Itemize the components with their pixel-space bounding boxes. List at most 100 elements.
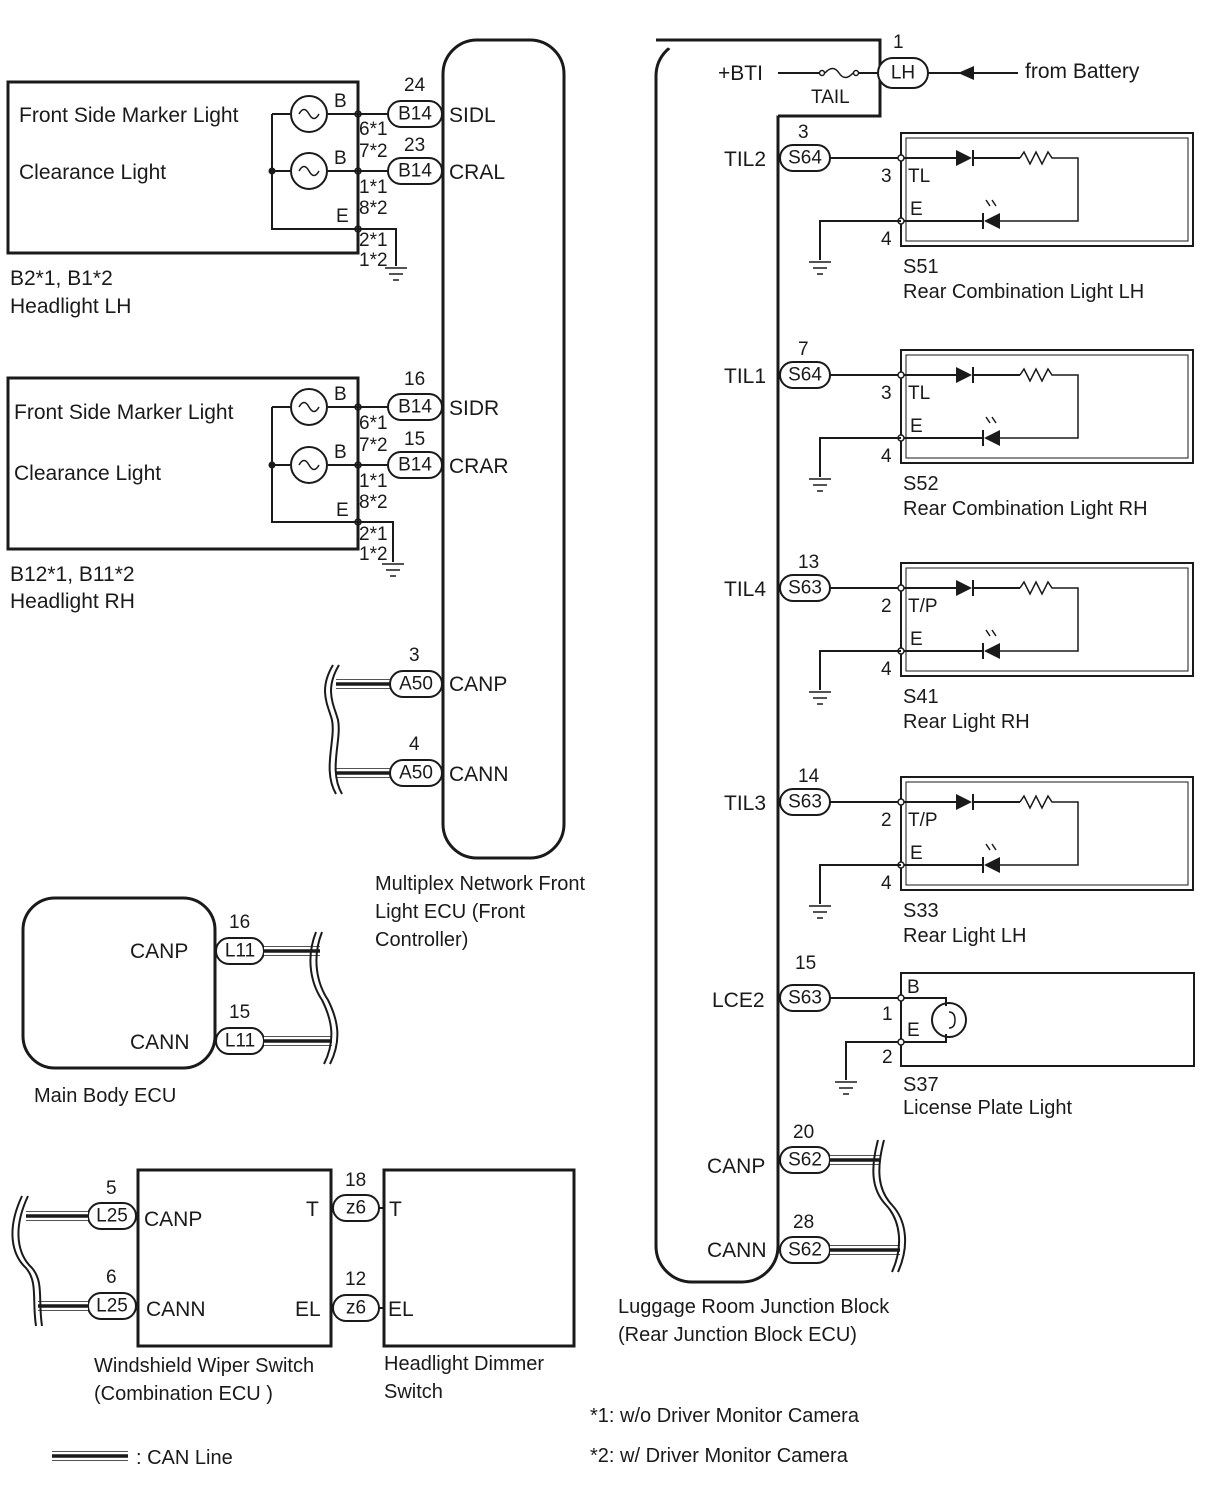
wire-break-icon [315, 931, 339, 1065]
component-name: License Plate Light [903, 1097, 1072, 1119]
main-body-ecu-label: Main Body ECU [34, 1085, 176, 1107]
signal-name: CRAR [449, 455, 509, 478]
pin-number: 14 [798, 766, 820, 787]
signal-name: CANN [707, 1239, 767, 1262]
connector-code: B14 [398, 397, 432, 418]
front-connector-sidr: 16 B14 SIDR [387, 369, 499, 421]
windshield-wiper-switch: CANP CANN T EL 5 L25 6 L25 Windshield Wi… [11, 1168, 333, 1405]
fuse-terminal [818, 69, 826, 77]
pin-number: 7 [798, 339, 809, 360]
front-light-ecu-body [441, 38, 566, 860]
front-connector-crar: 15 B14 CRAR [387, 429, 509, 479]
connector-code: B14 [398, 161, 432, 182]
bulb-icon [290, 446, 328, 484]
headlight-rh-wires [358, 406, 388, 466]
connector-code: B14 [398, 455, 432, 476]
resistor-icon [1000, 367, 1079, 439]
signal-name: EL [295, 1298, 321, 1321]
pin-number: 15 [795, 953, 816, 974]
connector-code: A50 [399, 674, 433, 695]
front-light-ecu: Multiplex Network Front Light ECU (Front… [375, 38, 586, 951]
diode-icon [956, 580, 972, 596]
pin-number: 2 [882, 1047, 893, 1068]
diode-icon [956, 794, 972, 810]
front-ecu-label-2: Light ECU (Front [375, 901, 525, 923]
headlight-lh-internal-wiring [271, 113, 358, 230]
headlight-lh-clearance-label: Clearance Light [19, 161, 166, 184]
pin-number: 18 [345, 1170, 366, 1191]
footnote-1: *1: w/o Driver Monitor Camera [590, 1405, 860, 1427]
component-name: Rear Combination Light RH [903, 498, 1148, 520]
pin-number: 2 [881, 810, 892, 831]
can-line-stripes [336, 679, 390, 689]
rear-junction-body [654, 38, 780, 1284]
term-b: B [334, 384, 347, 405]
diode-icon [956, 150, 972, 166]
component-name: Rear Combination Light LH [903, 281, 1144, 303]
bulb-icon [290, 152, 328, 190]
headlight-rh-marker-label: Front Side Marker Light [14, 401, 234, 424]
ground-wire [819, 864, 901, 904]
connector-code: L11 [225, 941, 255, 962]
pin-number: 3 [881, 383, 892, 404]
can-line-stripes [336, 768, 390, 778]
headlight-rh-name: Headlight RH [10, 590, 135, 613]
resistor-icon [1000, 794, 1079, 866]
pin-label: 1*1 [359, 471, 388, 492]
connector-oval [332, 1294, 380, 1322]
light-rays-icon [985, 843, 997, 851]
can-line-legend: : CAN Line [52, 1447, 233, 1469]
signal-name: CANN [130, 1031, 190, 1054]
signal-name: SIDL [449, 104, 496, 127]
lamp-box-outer [900, 562, 1194, 677]
headlight-lh-marker-label: Front Side Marker Light [19, 104, 239, 127]
wire-break-icon [17, 1195, 43, 1327]
connector-oval [387, 100, 443, 128]
can-line-stripes [26, 1211, 88, 1311]
component-id: S51 [903, 256, 939, 278]
ground-wire [819, 437, 901, 477]
license-wiring [830, 997, 947, 1080]
lamp-box-inner [905, 354, 1189, 459]
signal-name: CANP [707, 1155, 765, 1178]
pin-number: 3 [798, 122, 809, 143]
pin-number: 4 [881, 873, 892, 894]
wire-break-icon [330, 664, 343, 795]
main-body-ecu-box [21, 896, 217, 1070]
ground-icon [382, 563, 404, 577]
connector-code: S62 [788, 1150, 822, 1171]
can-line-stripes [830, 1155, 900, 1255]
pin-number: 1 [882, 1004, 893, 1025]
signal-name: CANP [144, 1208, 202, 1231]
rear-label-2: (Rear Junction Block ECU) [618, 1324, 857, 1346]
pin-number: 15 [404, 429, 425, 450]
pin-dot [897, 584, 905, 592]
pin-number: 3 [409, 645, 420, 666]
wire-break-icon [878, 1139, 907, 1273]
connector-code: B14 [398, 104, 432, 125]
ground-wire [358, 228, 397, 266]
headlight-rh-clearance-label: Clearance Light [14, 462, 161, 485]
connector-oval [387, 451, 443, 479]
led-icon [984, 857, 1000, 873]
pin-number: 16 [229, 912, 250, 933]
pin-number: 5 [106, 1178, 117, 1199]
diode-icon [956, 367, 972, 383]
term-label: E [910, 199, 923, 220]
pin-number: 4 [881, 446, 892, 467]
ground-wire [358, 521, 394, 562]
term-b: B [334, 91, 347, 112]
front-ecu-label-1: Multiplex Network Front [375, 873, 586, 895]
fuse-icon [824, 67, 854, 79]
front-can-canp: 3 A50 CANP [336, 645, 507, 698]
led-wire [901, 857, 984, 873]
led-icon [984, 643, 1000, 659]
front-ecu-label-3: Controller) [375, 929, 468, 951]
bulb-icon [290, 388, 328, 426]
dimmer-label-1: Headlight Dimmer [384, 1353, 544, 1375]
pin-label: 6*1 [359, 119, 388, 140]
lamp-box-inner [905, 781, 1189, 886]
wiper-switch-box [136, 1168, 333, 1348]
led-wire [901, 430, 984, 446]
